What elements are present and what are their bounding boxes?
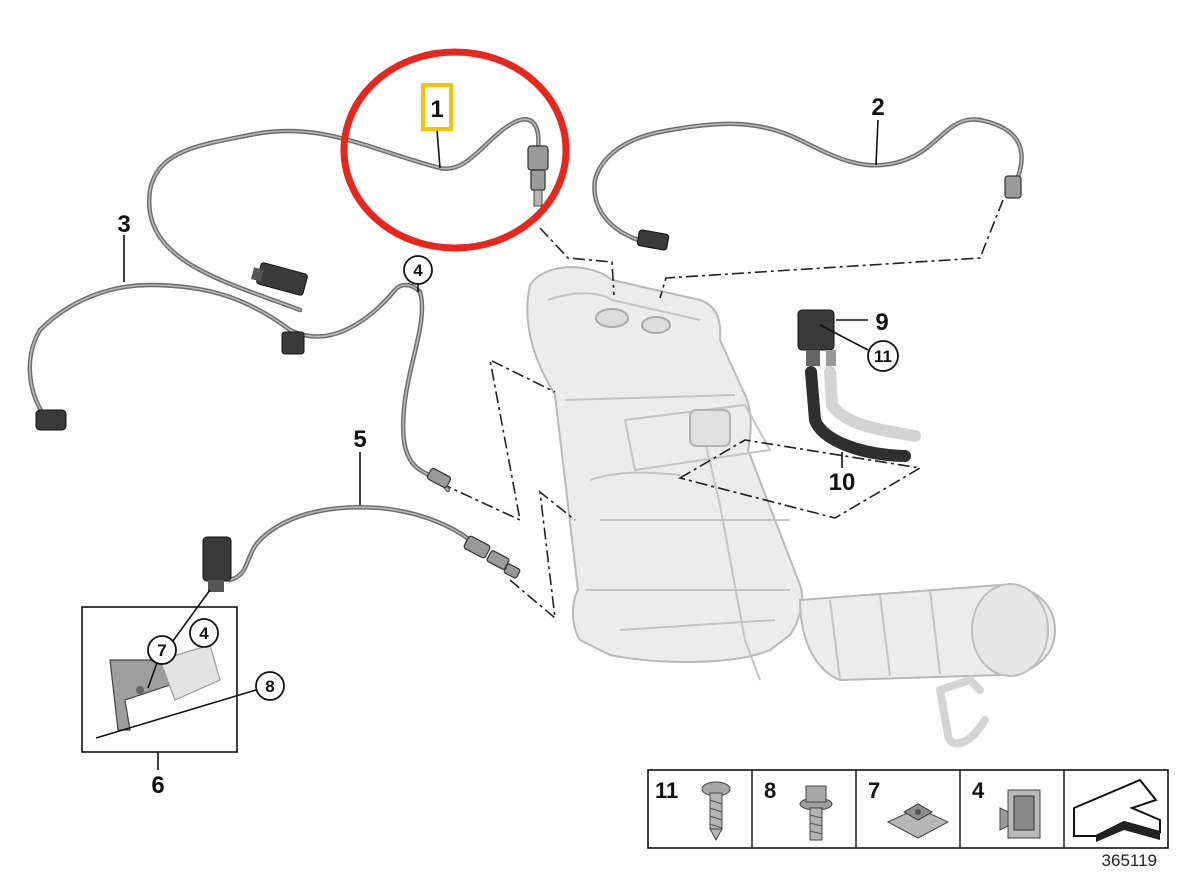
oxygen-sensor-1 bbox=[146, 117, 549, 313]
legend-cell-8[interactable]: 8 bbox=[764, 778, 833, 841]
legend-number: 7 bbox=[868, 778, 880, 803]
callout-5[interactable]: 5 bbox=[353, 426, 366, 453]
legend-number: 8 bbox=[764, 778, 776, 803]
legend-cell-7[interactable]: 7 bbox=[868, 778, 950, 839]
callout-10[interactable]: 10 bbox=[829, 469, 856, 496]
callout-8[interactable]: 8 bbox=[265, 677, 274, 696]
cable-clip-icon bbox=[999, 789, 1041, 839]
highlight-part-1 bbox=[340, 48, 570, 252]
callout-4-bracket[interactable]: 4 bbox=[199, 624, 209, 643]
callouts: 1 2 3 4 5 6 7 4 8 9 11 10 bbox=[117, 94, 899, 799]
callout-1[interactable]: 1 bbox=[430, 96, 443, 123]
oxygen-sensor-2 bbox=[592, 117, 1024, 251]
clip-nut-icon bbox=[886, 803, 950, 839]
legend-table: 11 8 7 bbox=[647, 769, 1169, 849]
nox-sensor-5 bbox=[202, 289, 521, 592]
sensor-cable-3 bbox=[27, 282, 423, 431]
callout-badge-7 bbox=[147, 635, 177, 665]
callout-badge-8 bbox=[255, 671, 285, 701]
legend-cell-11[interactable]: 11 bbox=[655, 778, 731, 842]
callout-2[interactable]: 2 bbox=[871, 94, 884, 121]
reference-number: 365119 bbox=[1102, 851, 1157, 870]
legend-cell-arrow[interactable] bbox=[1073, 778, 1161, 842]
callout-6[interactable]: 6 bbox=[151, 772, 164, 799]
callout-badge-11 bbox=[867, 340, 899, 372]
callout-11[interactable]: 11 bbox=[874, 347, 892, 366]
particulate-filter bbox=[526, 266, 1057, 748]
callout-badge-4-bracket bbox=[189, 618, 219, 648]
callout-4-cable[interactable]: 4 bbox=[413, 261, 423, 280]
screw-icon bbox=[701, 781, 731, 842]
leader-lines bbox=[95, 119, 879, 770]
callout-9[interactable]: 9 bbox=[875, 309, 888, 336]
callout-badge-4 bbox=[403, 255, 433, 285]
legend-number: 4 bbox=[972, 778, 985, 803]
installation-lines bbox=[439, 199, 1004, 620]
legend-number: 11 bbox=[655, 778, 678, 803]
pressure-sensor-9 bbox=[797, 309, 921, 462]
hex-bolt-icon bbox=[799, 785, 833, 841]
direction-arrow-icon bbox=[1073, 778, 1161, 842]
callout-3[interactable]: 3 bbox=[117, 211, 130, 238]
callout-7[interactable]: 7 bbox=[157, 641, 166, 660]
legend-cell-4[interactable]: 4 bbox=[972, 778, 1041, 839]
